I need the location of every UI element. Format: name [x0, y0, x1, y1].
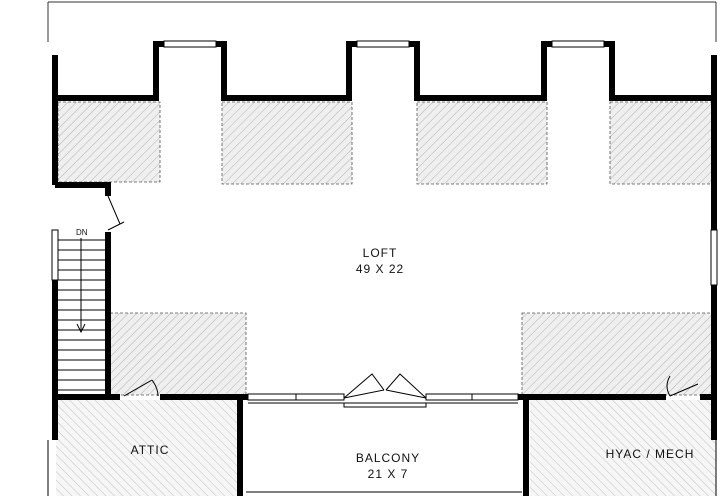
balcony-doors	[343, 373, 427, 399]
attic-door	[123, 379, 159, 397]
hvac-name: HYAC / MECH	[605, 447, 695, 461]
low-ceiling-areas	[57, 101, 717, 396]
lower-rooms-fill	[56, 400, 716, 496]
stair-walls	[55, 182, 111, 395]
lower-exterior	[47, 440, 717, 496]
balcony-label: BALCONY 21 X 7	[338, 450, 438, 482]
balcony-size: 21 X 7	[367, 467, 409, 481]
loft-label: LOFT 49 X 22	[330, 245, 430, 277]
interior-walls	[55, 394, 714, 496]
window	[356, 40, 410, 48]
hatched-area	[521, 312, 717, 396]
balcony-wall	[246, 393, 522, 493]
window	[51, 229, 59, 281]
attic-label: ATTIC	[120, 442, 180, 458]
window	[710, 229, 718, 286]
hatched-area	[416, 101, 548, 185]
stair-direction-label: DN	[76, 228, 88, 237]
window	[163, 40, 217, 48]
hatched-area	[109, 312, 247, 396]
window	[551, 40, 605, 48]
hatched-area	[57, 101, 161, 183]
stair-door	[107, 195, 125, 231]
hatched-area	[221, 101, 353, 185]
hvac-door	[666, 375, 699, 397]
attic-name: ATTIC	[130, 443, 170, 457]
stair-arrowhead	[76, 323, 86, 334]
hatched-area	[609, 101, 715, 185]
side-windows	[51, 229, 718, 286]
loft-size: 49 X 22	[355, 262, 405, 276]
balcony-name: BALCONY	[355, 451, 421, 465]
attic-area	[56, 400, 238, 496]
roof-outline	[47, 1, 717, 42]
loft-name: LOFT	[362, 246, 398, 260]
staircase	[58, 238, 105, 391]
hvac-label: HYAC / MECH	[590, 446, 710, 462]
hvac-area	[530, 400, 716, 496]
dormer-windows	[163, 40, 605, 48]
balcony-area	[246, 402, 522, 496]
